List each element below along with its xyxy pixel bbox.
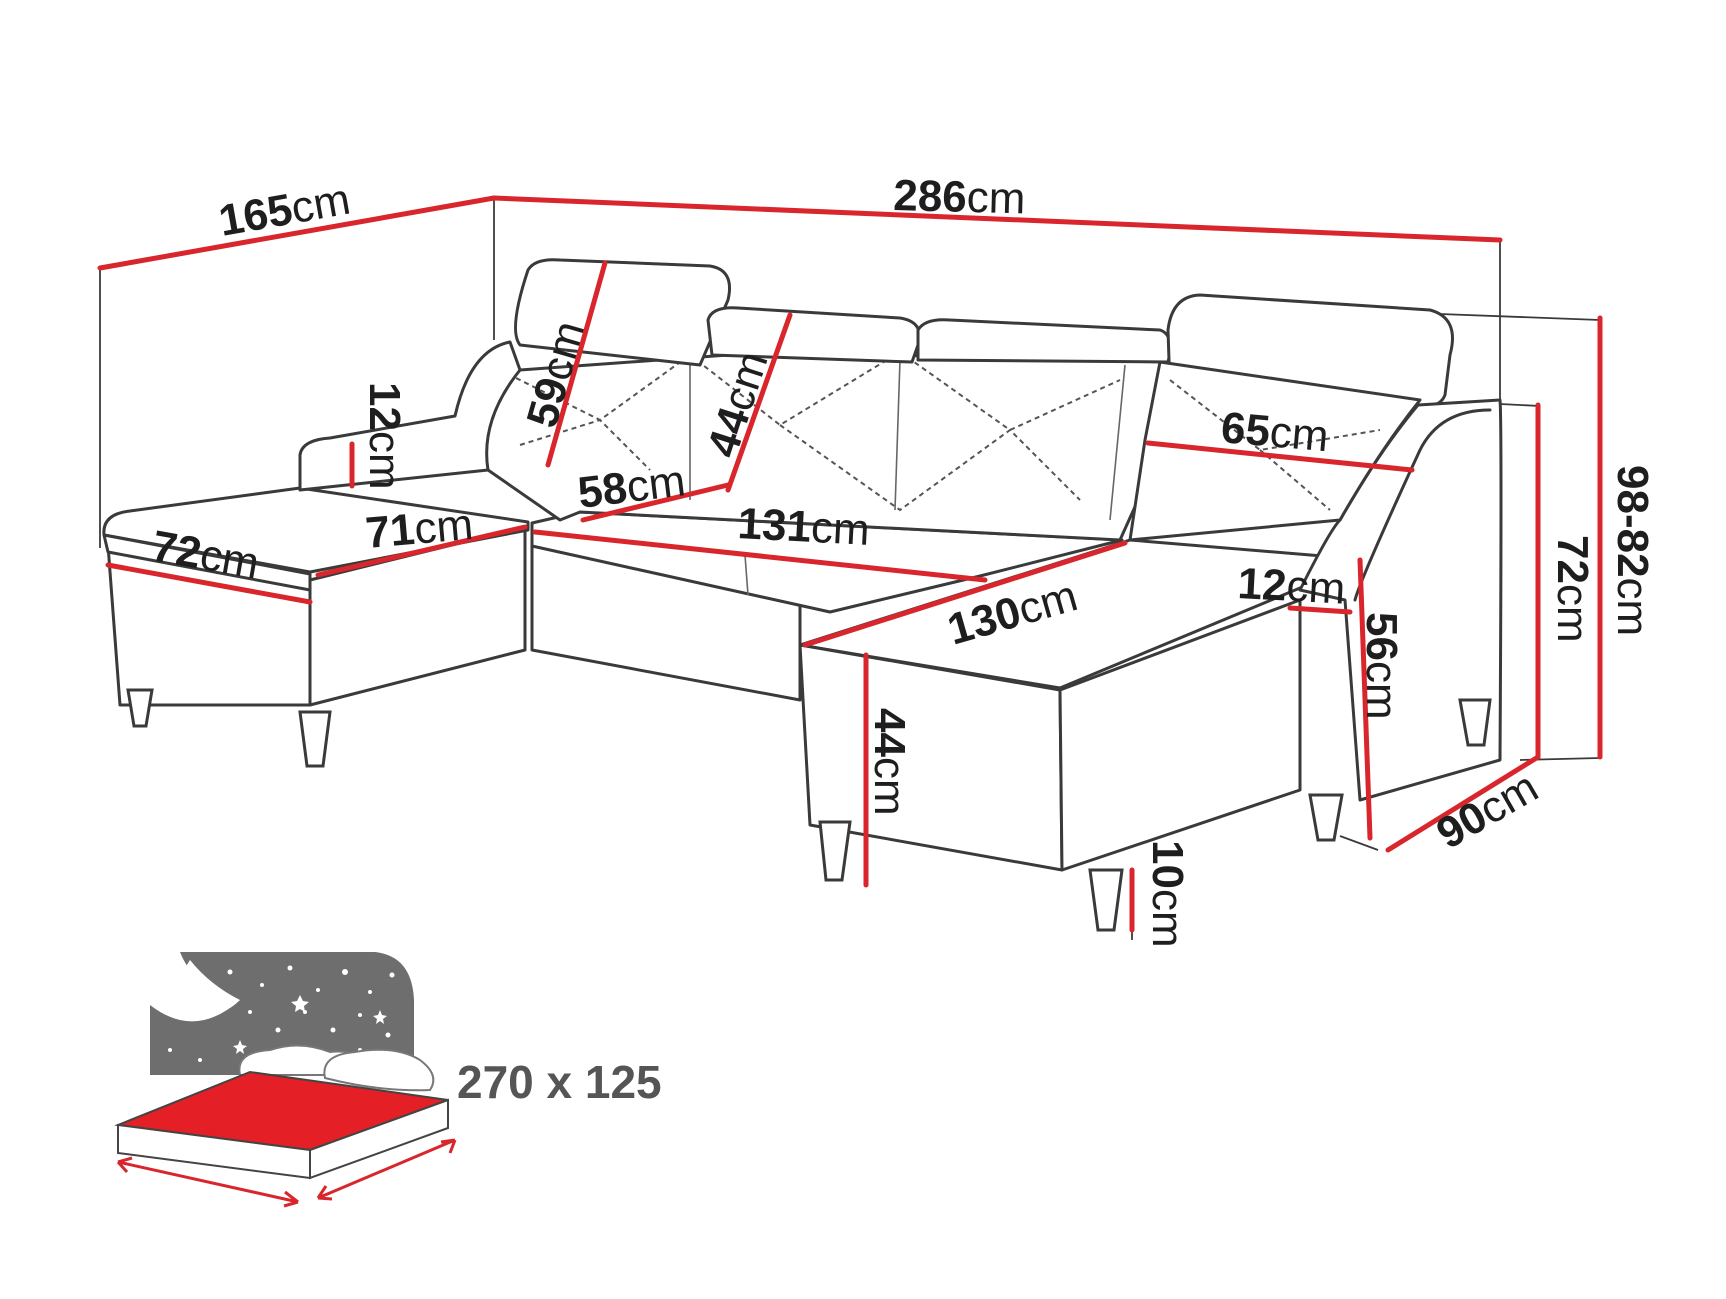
label-165: 165cm	[215, 175, 354, 246]
mattress-side	[309, 1098, 449, 1180]
leg-front-left	[126, 688, 154, 728]
moon-crescent	[150, 960, 240, 1022]
arrow-length	[116, 1156, 299, 1208]
label-72-height: 72cm	[1548, 535, 1597, 643]
sofa-legs	[126, 688, 1492, 932]
dim-line-131	[532, 529, 988, 583]
leg-left	[298, 710, 332, 768]
arrow-width	[316, 1138, 457, 1201]
dimension-labels: 165cm 286cm 59cm 44cm 12cm 72cm 71cm 58c…	[148, 171, 1657, 948]
leg-right-chaise-corner	[1088, 868, 1124, 932]
dim-line-59	[545, 260, 608, 468]
label-131: 131cm	[736, 499, 870, 555]
dim-line-165	[97, 195, 497, 271]
dim-line-71	[315, 524, 528, 578]
stars	[168, 965, 397, 1062]
label-12-left: 12cm	[360, 382, 409, 490]
dimension-lines	[97, 195, 1603, 933]
sofa-outline	[102, 258, 1503, 872]
dim-line-65	[1145, 440, 1415, 473]
bed-icon: 270 x 125	[114, 952, 662, 1208]
label-10: 10cm	[1143, 840, 1192, 948]
leg-right-arm	[1308, 793, 1344, 842]
dim-line-130	[802, 540, 1128, 648]
bed-size-label: 270 x 125	[457, 1056, 662, 1108]
label-12-right: 12cm	[1236, 559, 1346, 614]
label-44-seat: 44cm	[865, 708, 914, 816]
label-71: 71cm	[364, 500, 475, 558]
leg-right-chaise-front	[818, 820, 852, 882]
label-72: 72cm	[148, 522, 262, 589]
night-sky-panel	[150, 952, 414, 1075]
dim-line-286	[491, 195, 1503, 243]
leg-back-right	[1458, 698, 1492, 747]
dim-line-90	[1385, 754, 1541, 853]
label-56: 56cm	[1357, 612, 1406, 720]
label-286: 286cm	[893, 171, 1026, 223]
dim-line-56	[1357, 557, 1373, 841]
label-98-82: 98-82cm	[1608, 465, 1657, 636]
dim-line-72	[105, 562, 313, 605]
dim-line-44-back	[725, 312, 793, 493]
dim-line-58	[580, 482, 731, 523]
pillow-right	[323, 1048, 435, 1092]
label-65: 65cm	[1219, 403, 1330, 461]
dim-line-12-right	[1287, 605, 1353, 615]
label-58: 58cm	[575, 456, 688, 518]
